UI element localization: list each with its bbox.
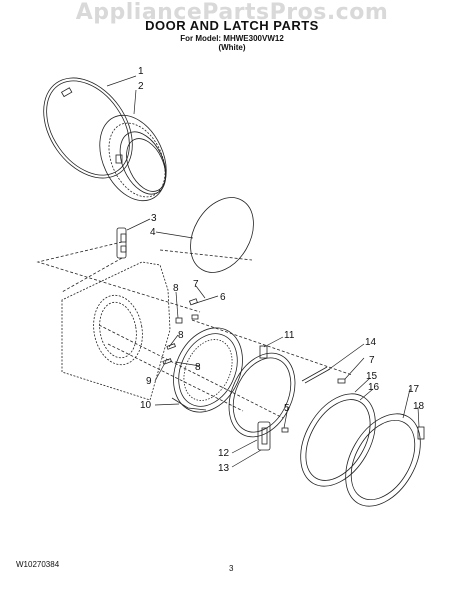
callout-8c: 8 [195,362,201,373]
part-door-tab [417,426,425,440]
part-outer-door [345,413,421,507]
callout-8a: 8 [173,283,179,294]
part-clamp-band [43,77,133,179]
callout-8b: 8 [178,330,184,341]
callout-6: 6 [220,292,226,303]
part-door-handle [301,366,331,384]
page-subtitle: For Model: MHWE300VW12 (White) [0,34,464,52]
callout-15: 15 [366,371,378,382]
callout-3: 3 [151,213,157,224]
leader-lines [106,75,420,468]
part-hinge [259,345,268,359]
callout-1: 1 [138,66,144,77]
part-outer-door-frame [300,393,376,487]
model-line: For Model: MHWE300VW12 [180,34,284,43]
callout-11: 11 [284,330,295,341]
callout-17: 17 [408,384,420,395]
callout-12: 12 [218,448,230,459]
callout-10: 10 [140,400,152,411]
callout-9: 9 [146,376,152,387]
part-door-bellow [99,114,167,202]
document-number: W10270384 [16,560,60,569]
page-title: DOOR AND LATCH PARTS [145,18,319,33]
callout-7b: 7 [369,355,375,366]
page-number: 3 [229,564,234,573]
callout-2: 2 [138,81,144,92]
callout-16: 16 [368,382,380,393]
part-door-glass [228,352,296,438]
callout-5: 5 [284,403,290,414]
part-cabinet-front [61,261,171,401]
callout-4: 4 [150,227,156,238]
part-screws [162,298,346,433]
callout-7a: 7 [193,279,199,290]
part-door-seal [190,197,254,273]
callout-18: 18 [413,401,425,412]
reference-lines [36,241,353,419]
callout-13: 13 [218,463,230,474]
part-door-latch [257,421,271,451]
watermark: AppliancePartsPros.com [75,0,389,25]
callout-14: 14 [365,337,377,348]
color-line: (White) [218,43,246,52]
callout-labels: 1 2 3 4 8 7 6 8 8 9 10 11 5 12 13 14 7 1… [138,66,425,474]
part-door-strike [116,227,127,259]
part-inner-door [171,327,243,413]
